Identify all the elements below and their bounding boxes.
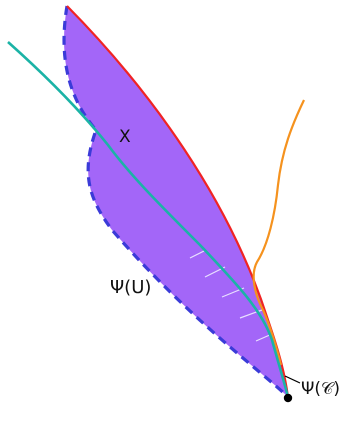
orange-curve [252, 99, 305, 366]
label-region-x: X [119, 127, 131, 147]
label-curve: Ψ(𝒞) [301, 379, 340, 399]
teal-curve [7, 41, 290, 398]
region-dashed-boundary [62, 5, 290, 399]
pointer-line [284, 375, 301, 384]
shaded-region [64, 6, 288, 397]
label-image-set: Ψ(U) [110, 277, 151, 298]
endpoint-dot [283, 393, 293, 403]
